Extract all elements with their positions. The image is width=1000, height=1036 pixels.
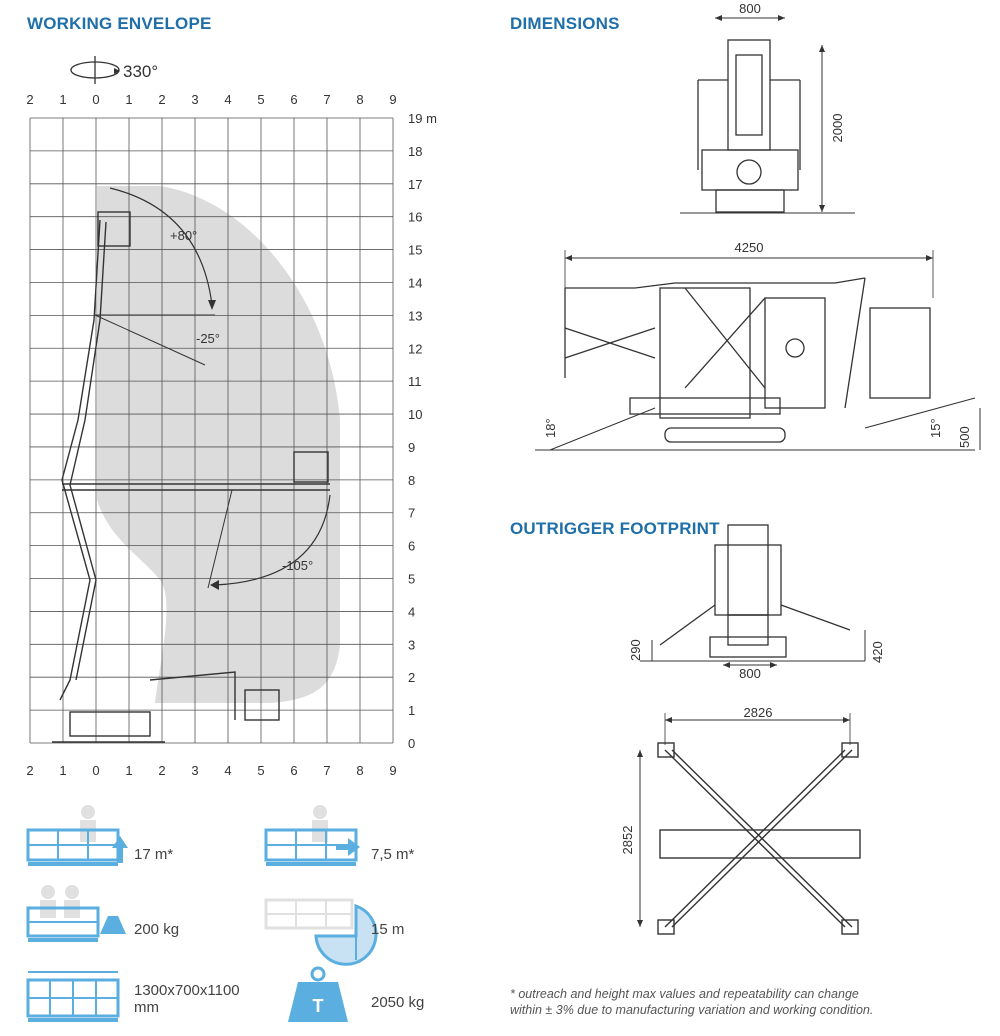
span-x-label: 2826: [744, 705, 773, 720]
x-tick-label: 6: [290, 92, 297, 107]
side-length-label: 4250: [735, 240, 764, 255]
front-view-diagram: 800 2000: [680, 1, 855, 214]
capacity-icon: [26, 885, 126, 942]
x-tick-label: 5: [257, 763, 264, 778]
y-tick-label: 2: [408, 670, 415, 685]
x-tick-label: 0: [92, 92, 99, 107]
y-tick-label: 16: [408, 210, 422, 225]
x-tick-label: 5: [257, 92, 264, 107]
height-value: 17 m*: [134, 846, 174, 863]
x-tick-label: 4: [224, 763, 231, 778]
x-tick-label: 3: [191, 763, 198, 778]
envelope-grid: [29, 117, 394, 744]
footnote-line-2: within ± 3% due to manufacturing variati…: [510, 1003, 874, 1017]
x-tick-label: 6: [290, 763, 297, 778]
x-tick-label: 4: [224, 92, 231, 107]
x-tick-label: 9: [389, 763, 396, 778]
x-tick-label: 1: [125, 763, 132, 778]
platform-height-icon: [26, 805, 128, 866]
x-tick-label: 7: [323, 92, 330, 107]
arc-up: [109, 187, 213, 306]
side-view-diagram: 4250 18° 15° 500: [535, 240, 981, 451]
footprint-top-line-art: [657, 742, 861, 935]
front-height-label: 2000: [830, 114, 845, 143]
y-tick-label: 12: [408, 341, 422, 356]
weight-icon: T: [288, 966, 348, 1022]
boom-line-art: [52, 211, 330, 743]
track-width-label: 800: [739, 666, 761, 681]
outreach-value: 7,5 m*: [371, 846, 415, 863]
x-tick-label: 7: [323, 763, 330, 778]
working-envelope-title: WORKING ENVELOPE: [27, 14, 212, 33]
y-tick-label: 8: [408, 473, 415, 488]
y-tick-label: 19 m: [408, 111, 437, 126]
footprint-front-line-art: [659, 524, 851, 658]
rotation-icon: [70, 56, 120, 84]
side-view-line-art: [564, 277, 931, 443]
footprint-front-diagram: 290 420 800: [628, 524, 885, 681]
angle-down-label: -25°: [196, 331, 220, 346]
x-tick-label: 8: [356, 92, 363, 107]
y-tick-label: 10: [408, 407, 422, 422]
right-height-label: 420: [870, 641, 885, 663]
envelope-area: [97, 186, 340, 703]
spec-icons: T: [26, 805, 378, 1022]
arc-jib: [214, 494, 331, 586]
outrigger-footprint-title: OUTRIGGER FOOTPRINT: [510, 519, 720, 538]
x-tick-label: 1: [125, 92, 132, 107]
x-tick-label: 2: [158, 763, 165, 778]
angle-right-label: 15°: [928, 418, 943, 438]
y-tick-label: 18: [408, 144, 422, 159]
svg-text:T: T: [313, 996, 324, 1016]
weight-value: 2050 kg: [371, 994, 425, 1011]
y-tick-label: 7: [408, 506, 415, 521]
x-tick-label: 0: [92, 763, 99, 778]
capacity-value: 200 kg: [134, 921, 180, 938]
x-axis-bottom-labels: 2 1 0 1 2 3 4 5 6 7 8 9: [26, 763, 396, 778]
x-tick-label: 9: [389, 92, 396, 107]
footprint-top-diagram: 2826 2852: [620, 705, 861, 935]
x-tick-label: 8: [356, 763, 363, 778]
y-tick-label: 3: [408, 637, 415, 652]
y-tick-label: 0: [408, 736, 415, 751]
x-tick-label: 1: [59, 763, 66, 778]
angle-jib-label: -105°: [282, 558, 313, 573]
y-tick-label: 4: [408, 604, 415, 619]
footnote-line-1: * outreach and height max values and rep…: [510, 987, 859, 1001]
x-tick-label: 2: [26, 763, 33, 778]
dimensions-title: DIMENSIONS: [510, 14, 620, 33]
left-height-label: 290: [628, 639, 643, 661]
footnote: * outreach and height max values and rep…: [510, 986, 990, 1018]
rotation-radius-value: 15 m: [371, 921, 405, 938]
span-y-label: 2852: [620, 826, 635, 855]
y-tick-label: 15: [408, 243, 422, 258]
rotation-radius-icon: [264, 898, 378, 966]
basket-size-icon: [26, 971, 120, 1022]
y-tick-label: 9: [408, 440, 415, 455]
front-width-label: 800: [739, 1, 761, 16]
x-tick-label: 2: [26, 92, 33, 107]
basket-value: 1300x700x1100 mm: [134, 982, 240, 1016]
angle-left-label: 18°: [543, 418, 558, 438]
y-tick-label: 6: [408, 539, 415, 554]
x-axis-top-labels: 2 1 0 1 2 3 4 5 6 7 8 9: [26, 92, 396, 107]
side-height-label: 500: [957, 426, 972, 448]
y-tick-label: 13: [408, 308, 422, 323]
basket-dimensions: 1300x700x1100: [134, 982, 240, 999]
x-tick-label: 3: [191, 92, 198, 107]
angle-up-label: +80°: [170, 228, 197, 243]
y-tick-label: 17: [408, 177, 422, 192]
x-tick-label: 2: [158, 92, 165, 107]
y-tick-label: 14: [408, 275, 422, 290]
y-tick-label: 5: [408, 572, 415, 587]
basket-unit: mm: [134, 999, 159, 1016]
front-view-line-art: [697, 39, 801, 213]
y-tick-label: 11: [408, 374, 422, 389]
x-tick-label: 1: [59, 92, 66, 107]
outreach-icon: [264, 805, 360, 866]
y-tick-label: 1: [408, 703, 415, 718]
rotation-label: 330°: [123, 62, 158, 81]
